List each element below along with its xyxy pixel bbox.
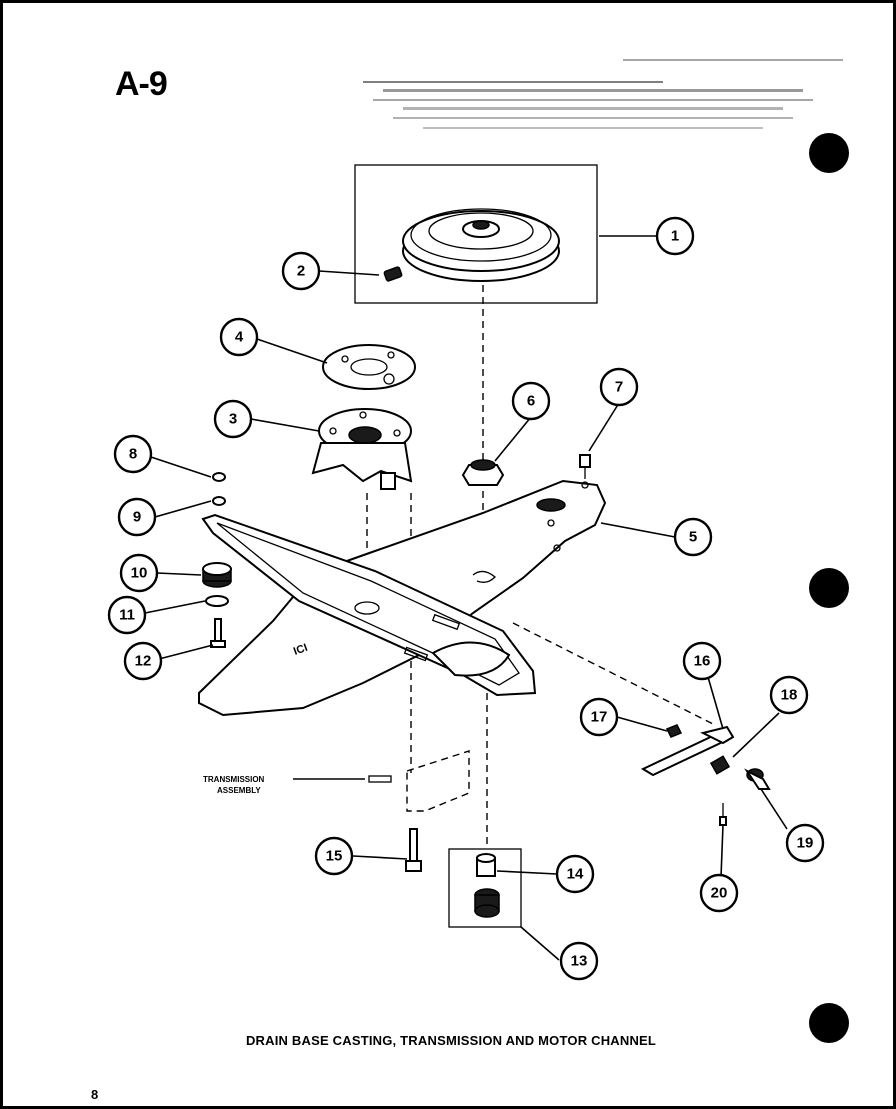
washer-9	[212, 496, 226, 506]
callout-7: 7	[599, 367, 639, 407]
pulley-detail-box	[354, 164, 598, 304]
clip	[744, 768, 771, 790]
callout-1-label: 1	[671, 228, 679, 245]
callout-13-label: 13	[571, 953, 588, 970]
callout-20-label: 20	[711, 885, 728, 902]
callout-14: 14	[555, 854, 595, 894]
retaining-ring	[472, 570, 496, 583]
drain-plug	[474, 888, 500, 918]
callout-7-label: 7	[615, 379, 623, 396]
lever-axis-line	[512, 622, 716, 726]
nut-17	[665, 724, 683, 738]
screw	[579, 454, 591, 479]
page-number: 8	[91, 1087, 99, 1102]
callout-1: 1	[655, 216, 695, 256]
bearing-bracket	[311, 408, 413, 490]
leader-lines	[144, 235, 788, 961]
nut	[461, 459, 505, 486]
transmission-assembly	[368, 750, 470, 812]
callout-19: 19	[785, 823, 825, 863]
callout-9-label: 9	[133, 509, 141, 526]
callout-20: 20	[699, 873, 739, 913]
callout-17-label: 17	[591, 709, 608, 726]
exploded-view-diagram: ICI TRANSMISSION ASSEMB	[107, 59, 843, 981]
lever	[640, 725, 735, 777]
callout-4: 4	[219, 317, 259, 357]
diagram-caption: DRAIN BASE CASTING, TRANSMISSION AND MOT…	[245, 1033, 657, 1048]
screw-20	[719, 803, 727, 826]
callout-10: 10	[119, 553, 159, 593]
callout-12-label: 12	[135, 653, 152, 670]
rubber-mount	[202, 562, 232, 588]
gasket	[322, 344, 416, 390]
callout-4-label: 4	[235, 329, 244, 346]
callout-10-label: 10	[131, 565, 148, 582]
callout-15: 15	[314, 836, 354, 876]
washer-11	[205, 595, 229, 607]
callout-6-label: 6	[527, 393, 535, 410]
callout-14-label: 14	[567, 866, 584, 883]
callout-5-label: 5	[689, 529, 697, 546]
callout-8-label: 8	[129, 446, 137, 463]
svg-text:ICI: ICI	[292, 642, 309, 658]
callout-13: 13	[559, 941, 599, 981]
callout-5: 5	[673, 517, 713, 557]
transmission-label-line2: ASSEMBLY	[217, 786, 261, 795]
callout-12: 12	[123, 641, 163, 681]
callout-19-label: 19	[797, 835, 814, 852]
bolt-15	[405, 828, 422, 872]
callout-2-label: 2	[297, 263, 305, 280]
washer-8	[212, 472, 226, 482]
drain-fitting-box	[448, 848, 522, 928]
drain-bushing	[476, 853, 496, 877]
bolt-12	[210, 618, 226, 648]
callout-11-label: 11	[119, 607, 135, 624]
callout-15-label: 15	[326, 848, 343, 865]
callout-8: 8	[113, 434, 153, 474]
callout-17: 17	[579, 697, 619, 737]
page-code: A-9	[115, 65, 168, 103]
callout-18: 18	[769, 675, 809, 715]
callout-6: 6	[511, 381, 551, 421]
callout-16: 16	[682, 641, 722, 681]
pulley	[402, 208, 560, 282]
transmission-label-line1: TRANSMISSION	[203, 775, 265, 784]
callout-9: 9	[117, 497, 157, 537]
callout-18-label: 18	[781, 687, 798, 704]
motor-channel	[201, 513, 537, 697]
binder-hole-middle	[809, 568, 849, 608]
callout-11: 11	[107, 595, 147, 635]
callout-3-label: 3	[229, 411, 237, 428]
callout-3: 3	[213, 399, 253, 439]
scan-noise	[363, 59, 843, 129]
callout-16-label: 16	[694, 653, 711, 670]
callout-2: 2	[281, 251, 321, 291]
binder-hole-top	[809, 133, 849, 173]
binder-hole-bottom	[809, 1003, 849, 1043]
spring	[709, 755, 731, 775]
set-screw	[383, 266, 403, 282]
